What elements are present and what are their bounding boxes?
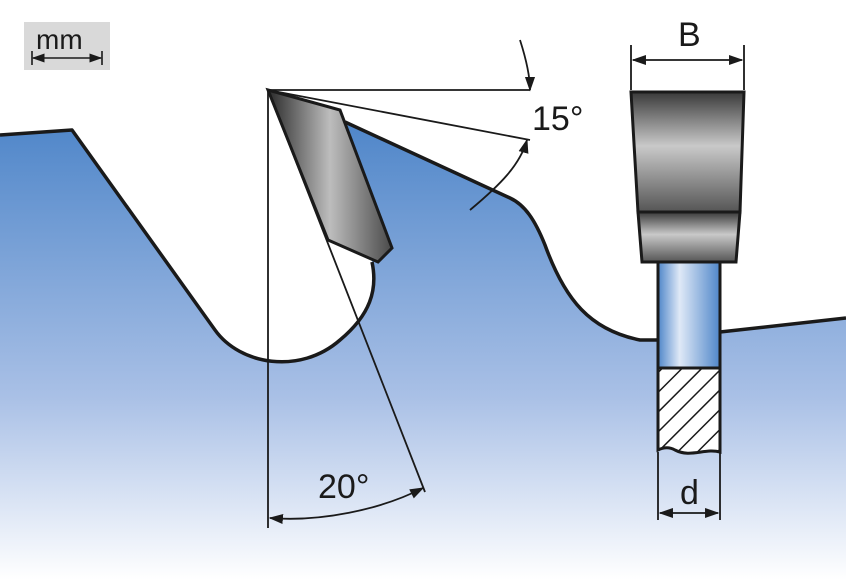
tip-cross-section-lower: [636, 210, 742, 264]
hook-angle-arc: [268, 487, 425, 525]
blade-edge-right: [719, 316, 846, 334]
blade-body-cut-section: [656, 366, 722, 455]
clearance-angle-label: 15°: [532, 100, 583, 138]
blade-profile: [0, 122, 846, 580]
kerf-width-label: B: [678, 16, 701, 54]
unit-badge-label: mm: [36, 24, 83, 55]
tooth-outline: [0, 128, 376, 364]
carbide-tip: [265, 87, 394, 264]
gullet-outline: [344, 120, 658, 342]
tip-cross-section: [629, 90, 746, 214]
body-thickness-label: d: [680, 474, 699, 512]
clearance-line: [267, 89, 531, 141]
hook-line: [267, 89, 426, 493]
hook-angle-label: 20°: [318, 468, 369, 506]
clearance-angle-arc-lower: [469, 138, 529, 211]
blade-body-section: [656, 260, 722, 370]
clearance-angle-arc: [519, 39, 536, 92]
